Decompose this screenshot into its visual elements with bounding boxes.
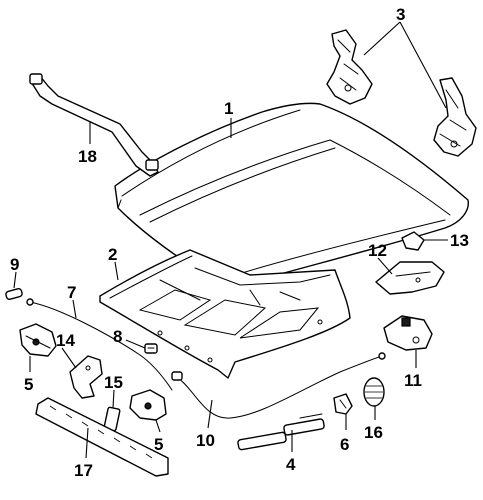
insulator-strip <box>29 73 159 177</box>
leader-3a <box>363 21 401 56</box>
callout-labels: 1 2 3 4 5 5 6 7 8 9 10 11 12 13 14 15 16… <box>10 5 469 480</box>
grommet-16 <box>363 377 385 407</box>
bracket-12 <box>375 261 445 295</box>
callout-8: 8 <box>113 327 122 346</box>
leader-14 <box>61 347 77 369</box>
lock-assembly <box>383 315 433 351</box>
callout-6: 6 <box>340 435 349 454</box>
release-rod <box>26 298 173 391</box>
callout-2: 2 <box>108 245 117 264</box>
hood-hinge-left <box>326 29 373 105</box>
hood-support-strut <box>237 413 325 451</box>
hood-panel <box>114 102 469 289</box>
callout-12: 12 <box>368 241 387 260</box>
leader-15 <box>112 389 115 409</box>
leader-3b <box>399 21 447 109</box>
leader-8 <box>125 339 146 349</box>
plug-9 <box>5 288 23 300</box>
hood-bumper <box>333 393 353 415</box>
latch-lower <box>129 389 167 421</box>
leader-12 <box>377 257 393 275</box>
callout-5-lower: 5 <box>154 435 163 454</box>
seal-strip <box>35 397 169 477</box>
callout-11: 11 <box>404 371 422 390</box>
callout-1: 1 <box>224 99 233 118</box>
leader-10 <box>207 399 213 429</box>
callout-16: 16 <box>364 423 383 442</box>
leader-2 <box>114 261 119 281</box>
leader-lines <box>13 21 448 459</box>
callout-7: 7 <box>67 283 76 302</box>
callout-4: 4 <box>286 455 296 474</box>
callout-13: 13 <box>450 231 469 250</box>
leader-17 <box>85 427 89 459</box>
block-13 <box>401 231 425 251</box>
leader-7 <box>72 299 77 319</box>
callout-10: 10 <box>196 431 215 450</box>
callout-14: 14 <box>56 331 75 350</box>
hood-inner-panel <box>99 249 351 379</box>
latch-left <box>19 323 57 357</box>
leader-9 <box>13 271 17 289</box>
clip-8 <box>144 343 158 354</box>
callout-9: 9 <box>10 255 19 274</box>
link-14 <box>69 355 103 399</box>
callout-15: 15 <box>104 373 123 392</box>
callout-17: 17 <box>74 461 93 480</box>
callout-5-left: 5 <box>24 375 33 394</box>
release-cable <box>171 352 386 419</box>
callout-3: 3 <box>396 5 405 24</box>
callout-18: 18 <box>78 147 97 166</box>
leader-5b <box>155 419 161 433</box>
hood-hinge-right <box>433 77 477 157</box>
